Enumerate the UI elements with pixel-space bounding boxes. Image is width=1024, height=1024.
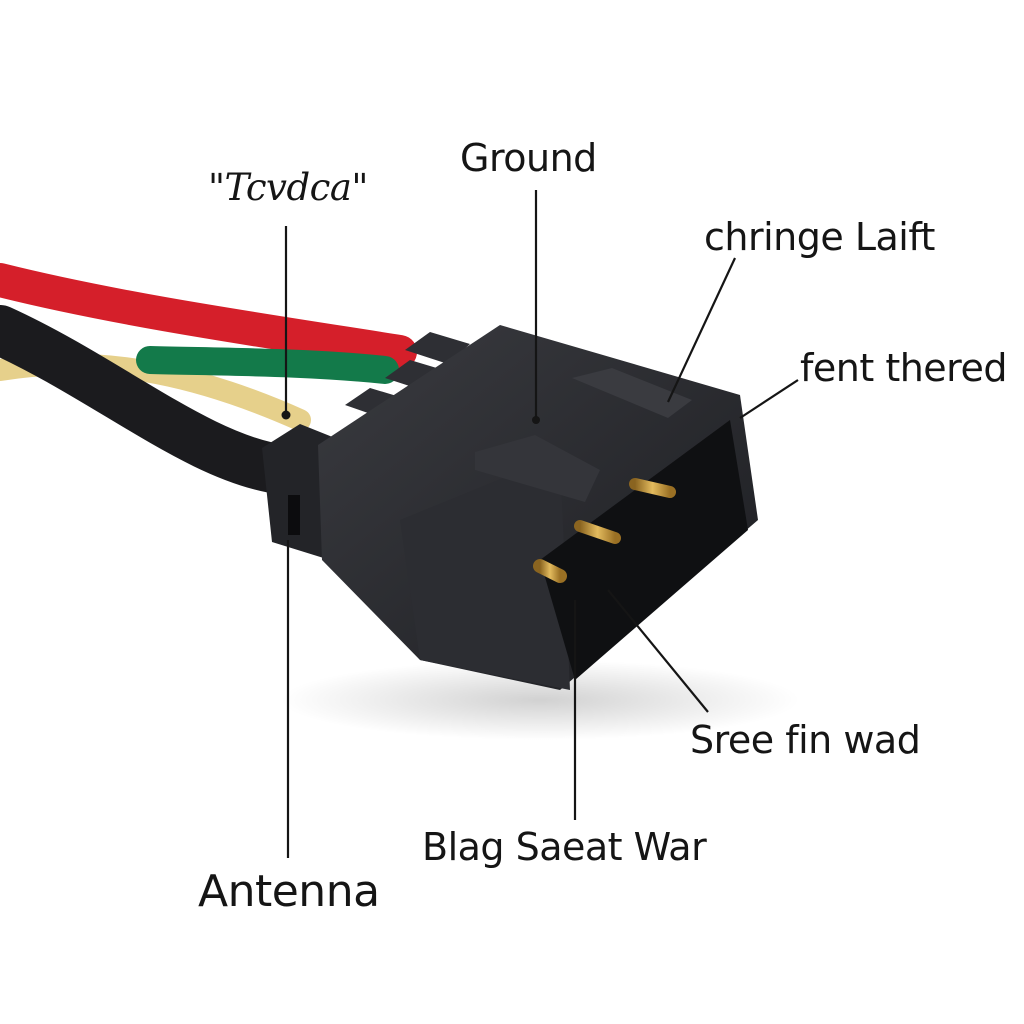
wire-black bbox=[0, 305, 310, 495]
label-antenna: Antenna bbox=[198, 866, 380, 917]
leader-lines bbox=[281, 190, 799, 858]
wire-bundle bbox=[0, 263, 417, 495]
collar-slot bbox=[288, 495, 300, 535]
latch-front bbox=[475, 435, 600, 502]
label-top-left: "Tcvdca" bbox=[208, 166, 368, 209]
label-ground: Ground bbox=[460, 136, 597, 180]
connector-pins bbox=[533, 478, 676, 583]
label-right: fent thered bbox=[800, 346, 1007, 390]
connector-body bbox=[262, 325, 758, 690]
wire-red bbox=[0, 263, 417, 369]
label-upper-right: chringe Laift bbox=[704, 215, 935, 259]
label-bottom-center: Blag Saeat War bbox=[422, 825, 707, 869]
floor-shadow bbox=[280, 660, 800, 740]
leader-upper-right bbox=[667, 257, 736, 403]
leader-lower-right bbox=[607, 589, 709, 713]
latch-top bbox=[572, 368, 692, 418]
leader-right bbox=[739, 379, 799, 419]
wire-green bbox=[136, 346, 399, 384]
connector-mouth bbox=[540, 420, 748, 680]
label-lower-right: Sree fin wad bbox=[690, 718, 921, 762]
